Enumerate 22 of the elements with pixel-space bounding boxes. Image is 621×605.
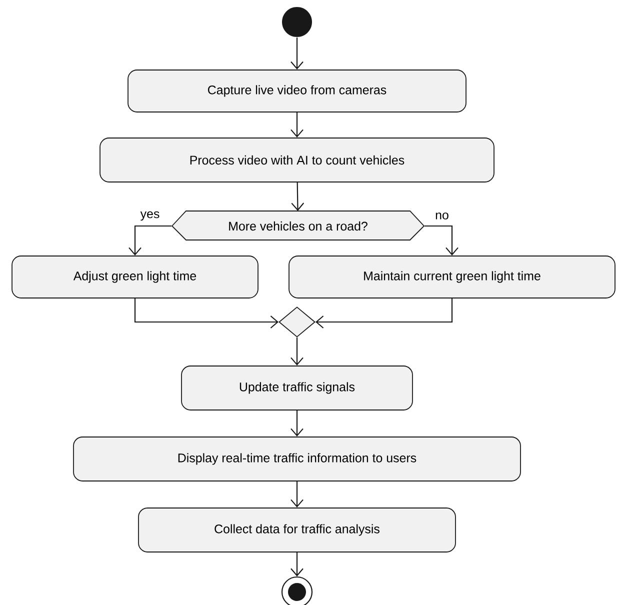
arrow [290,337,304,366]
action-box: Update traffic signals [181,366,413,410]
action-box: Maintain current green light time [288,256,616,298]
arrow [424,225,458,256]
action-box: Process video with AI to count vehicles [100,138,494,182]
action-box: Adjust green light time [12,256,258,298]
arrow [315,298,453,328]
action-box: Capture live video from cameras [128,70,466,112]
action-box: Display real-time traffic information to users [73,436,521,482]
arrow [128,225,172,256]
arrow [290,552,304,576]
end-bullseye [281,576,313,605]
edge-label: yes [139,210,161,222]
arrow [290,481,304,508]
action-box: Collect data for traffic analysis [138,508,456,552]
arrow [291,182,304,211]
edge-label: no [434,212,450,220]
arrow [290,112,304,138]
start-dot [282,7,312,37]
arrow [134,298,279,328]
arrow [290,38,304,70]
arrow [290,410,304,437]
